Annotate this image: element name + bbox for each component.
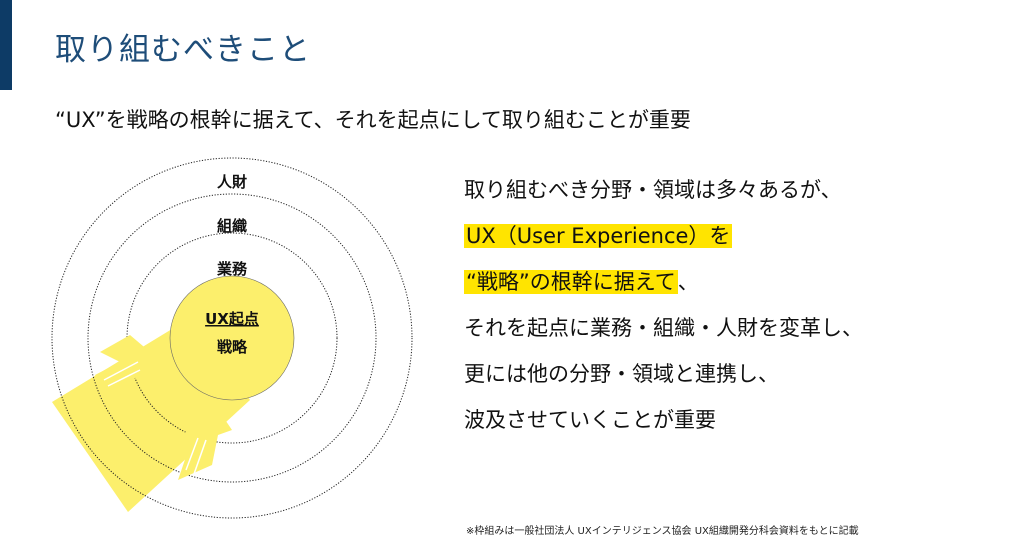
text-line-2: UX（User Experience）を — [464, 218, 863, 254]
ring-operations — [126, 232, 338, 444]
ring-people — [51, 157, 413, 519]
arrow-lower — [178, 402, 232, 480]
ring-organization — [87, 193, 377, 483]
text-line-6: 波及させていくことが重要 — [464, 408, 716, 432]
ring-label-people: 人財 — [217, 173, 247, 191]
highlight-ux: UX（User Experience）を — [464, 224, 733, 248]
core-label-ux: UX起点 — [205, 310, 259, 328]
text-line-1: 取り組むべき分野・領域は多々あるが、 — [464, 178, 842, 202]
title-accent-bar — [0, 0, 12, 90]
ring-label-operations: 業務 — [216, 260, 248, 278]
core-label-strategy: 戦略 — [217, 338, 248, 356]
arrow-upper-left — [95, 335, 150, 390]
text-line-3-tail: 、 — [677, 270, 699, 294]
highlight-strategy: “戦略”の根幹に据えて — [464, 270, 678, 294]
text-line-4: それを起点に業務・組織・人財を変革し、 — [464, 316, 863, 340]
explanation-text-block: 取り組むべき分野・領域は多々あるが、 UX（User Experience）を … — [464, 172, 863, 448]
source-footnote: ※枠組みは一般社団法人 UXインテリジェンス協会 UX組織開発分科会資料をもとに… — [466, 526, 859, 537]
ring-label-organization: 組織 — [217, 217, 247, 235]
slide-title: 取り組むべきこと — [55, 32, 311, 68]
core-circle — [169, 275, 295, 401]
slide-subtitle: “UX”を戦略の根幹に据えて、それを起点にして取り組むことが重要 — [55, 108, 691, 132]
concentric-diagram: 人財 組織 業務 UX起点 戦略 — [51, 157, 413, 519]
text-line-5: 更には他の分野・領域と連携し、 — [464, 362, 779, 386]
text-line-3: “戦略”の根幹に据えて、 — [464, 264, 863, 300]
